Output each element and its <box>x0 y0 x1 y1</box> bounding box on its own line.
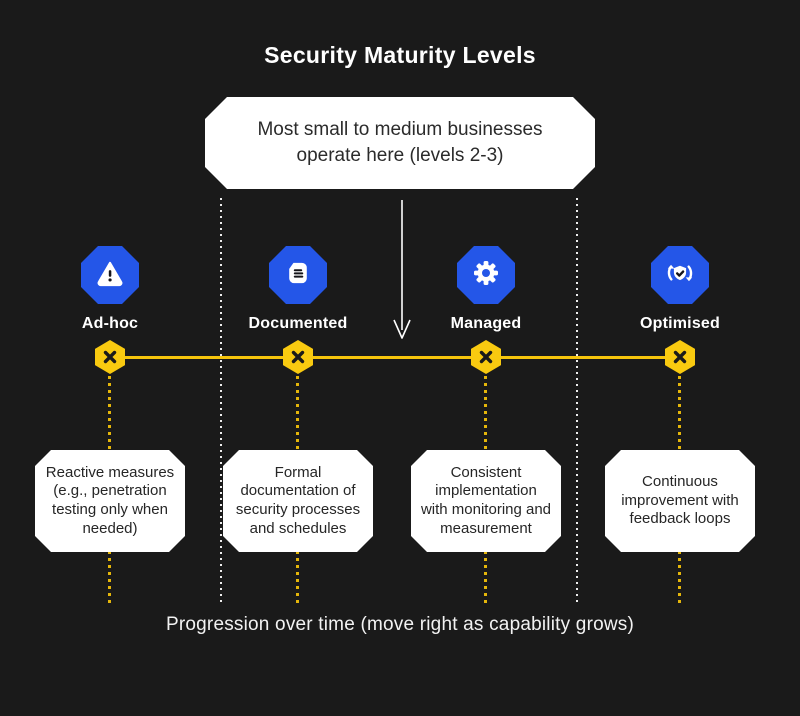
document-icon <box>282 257 314 294</box>
callout-box: Most small to medium businesses operate … <box>205 97 595 189</box>
description-box-managed: Consistent implementation with monitorin… <box>411 450 561 552</box>
x-marker-icon <box>673 350 687 364</box>
timeline-marker-optimised <box>665 340 695 374</box>
stage-badge-adhoc <box>81 246 139 304</box>
x-marker-icon <box>103 350 117 364</box>
range-boundary-right-dotted-line <box>576 198 578 602</box>
description-box-documented: Formal documentation of security process… <box>223 450 373 552</box>
shield-refresh-icon <box>663 256 697 295</box>
timeline-marker-documented <box>283 340 313 374</box>
description-text: Formal documentation of security process… <box>235 463 361 537</box>
description-box-optimised: Continuous improvement with feedback loo… <box>605 450 755 552</box>
description-text: Reactive measures (e.g., penetration tes… <box>45 463 175 537</box>
range-boundary-left-dotted-line <box>220 198 222 602</box>
timeline-marker-managed <box>471 340 501 374</box>
stage-label-adhoc: Ad-hoc <box>81 315 139 332</box>
description-box-adhoc: Reactive measures (e.g., penetration tes… <box>35 450 185 552</box>
x-marker-icon <box>479 350 493 364</box>
down-arrow-icon <box>393 200 411 339</box>
stage-label-documented: Documented <box>248 315 348 332</box>
axis-caption: Progression over time (move right as cap… <box>165 614 635 635</box>
description-text: Consistent implementation with monitorin… <box>420 463 552 537</box>
stage-badge-managed <box>457 246 515 304</box>
callout-text: Most small to medium businesses operate … <box>257 119 543 166</box>
stage-label-optimised: Optimised <box>639 315 721 332</box>
gear-icon <box>470 257 502 294</box>
timeline-marker-adhoc <box>95 340 125 374</box>
timeline-line <box>110 356 680 359</box>
stage-badge-documented <box>269 246 327 304</box>
stage-label-managed: Managed <box>450 315 522 332</box>
stage-badge-optimised <box>651 246 709 304</box>
x-marker-icon <box>291 350 305 364</box>
page-title: Security Maturity Levels <box>264 42 536 68</box>
warning-icon <box>94 257 126 294</box>
description-text: Continuous improvement with feedback loo… <box>621 472 739 528</box>
